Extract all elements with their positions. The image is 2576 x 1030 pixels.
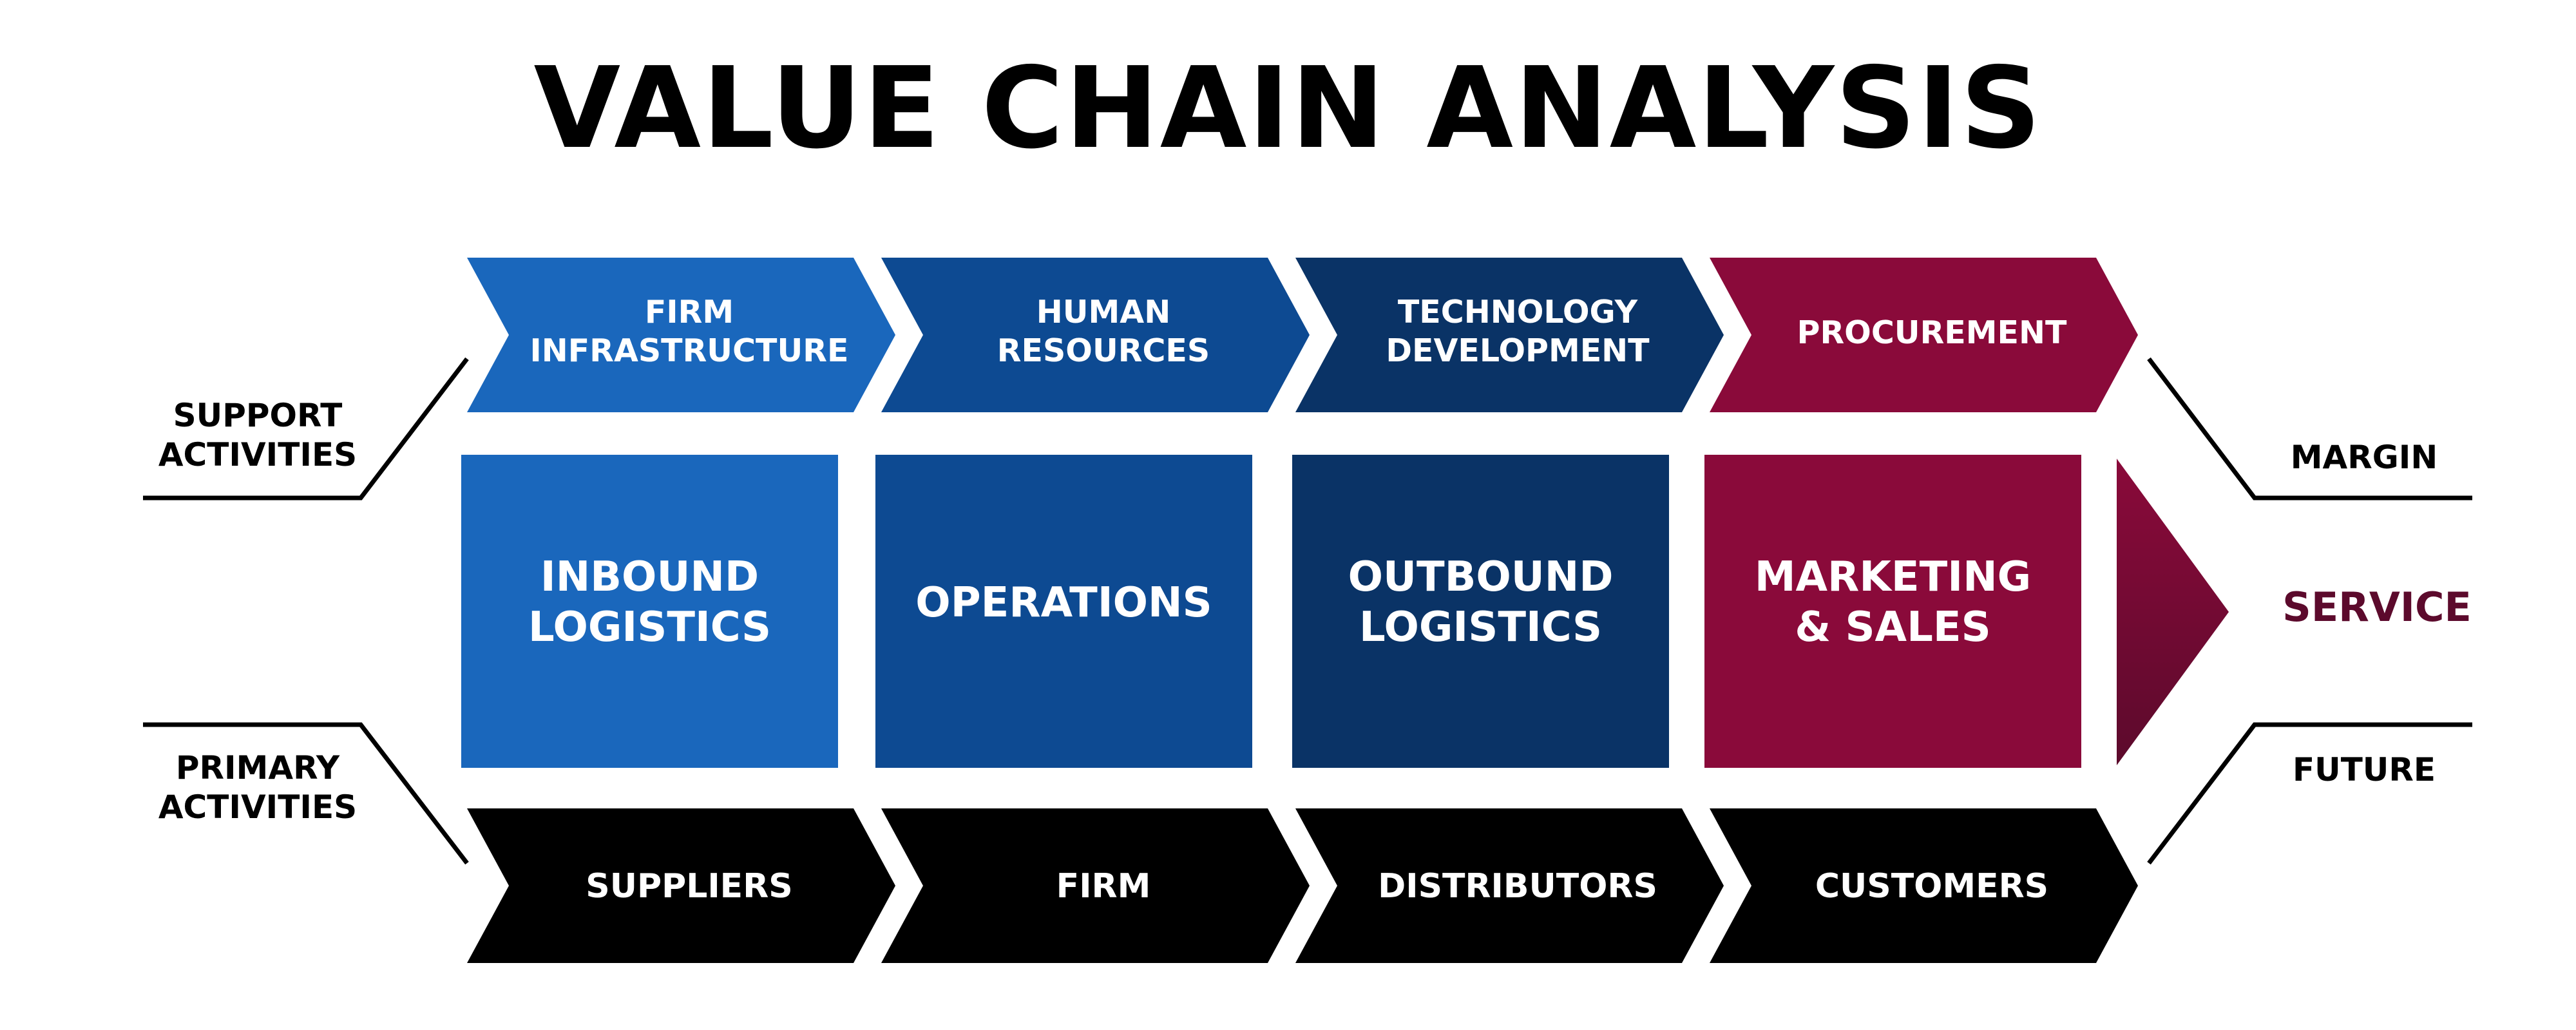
future-label: FUTURE — [2292, 751, 2436, 788]
support-label-technology-development: TECHNOLOGY DEVELOPMENT — [1386, 294, 1650, 369]
support-label-firm-infrastructure: FIRM INFRASTRUCTURE — [530, 294, 849, 369]
support-activities-label: SUPPORT ACTIVITIES — [158, 397, 358, 473]
support-chevron-procurement — [1710, 258, 2138, 412]
primary-box-outbound-logistics — [1292, 455, 1669, 768]
flow-chevron-firm — [881, 808, 1310, 963]
support-chevron-firm-infrastructure — [467, 258, 895, 412]
flow-chevron-distributors — [1295, 808, 1724, 963]
margin-bracket-line — [2147, 357, 2472, 501]
flow-chevron-suppliers — [467, 808, 895, 963]
primary-box-marketing-sales — [1704, 455, 2081, 768]
support-chevron-human-resources — [881, 258, 1310, 412]
support-label-procurement: PROCUREMENT — [1797, 314, 2067, 351]
flow-label-suppliers: SUPPLIERS — [586, 867, 793, 906]
margin-label: MARGIN — [2290, 439, 2438, 476]
flow-label-customers: CUSTOMERS — [1815, 867, 2049, 906]
flow-label-firm: FIRM — [1056, 867, 1151, 906]
primary-box-operations — [875, 455, 1252, 768]
primary-bracket-line — [143, 722, 469, 865]
flow-chevron-customers — [1710, 808, 2138, 963]
primary-label-outbound-logistics: OUTBOUND LOGISTICS — [1348, 553, 1614, 652]
primary-activities-label: PRIMARY ACTIVITIES — [158, 749, 358, 826]
primary-label-operations: OPERATIONS — [915, 579, 1212, 627]
support-label-human-resources: HUMAN RESOURCES — [997, 294, 1210, 369]
support-chevron-technology-development — [1295, 258, 1724, 412]
support-bracket-line — [143, 357, 469, 501]
primary-label-marketing-sales: MARKETING & SALES — [1754, 553, 2032, 652]
flow-label-distributors: DISTRIBUTORS — [1378, 867, 1657, 906]
service-arrow — [2117, 459, 2229, 765]
primary-label-inbound-logistics: INBOUND LOGISTICS — [528, 553, 772, 652]
future-bracket-line — [2147, 722, 2472, 865]
primary-box-inbound-logistics — [461, 455, 838, 768]
page-title: VALUE CHAIN ANALYSIS — [533, 43, 2043, 174]
service-label: SERVICE — [2282, 584, 2472, 631]
